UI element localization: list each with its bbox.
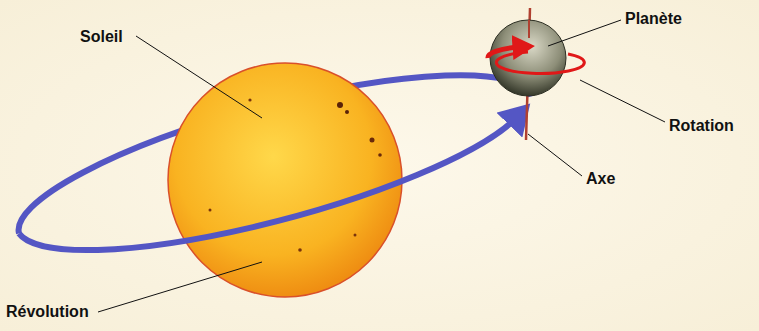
orbit-front xyxy=(19,101,528,286)
rotation-label: Rotation xyxy=(669,117,734,135)
rotation-arrow xyxy=(488,47,520,58)
sun-symbol xyxy=(168,63,402,297)
axis-label: Axe xyxy=(586,170,615,188)
leader-lines xyxy=(98,20,665,312)
revolution-label: Révolution xyxy=(6,303,89,321)
rotation-ring xyxy=(496,52,584,74)
axis-top xyxy=(528,20,530,38)
sun-label: Soleil xyxy=(80,28,123,46)
planet-label: Planète xyxy=(625,10,682,28)
